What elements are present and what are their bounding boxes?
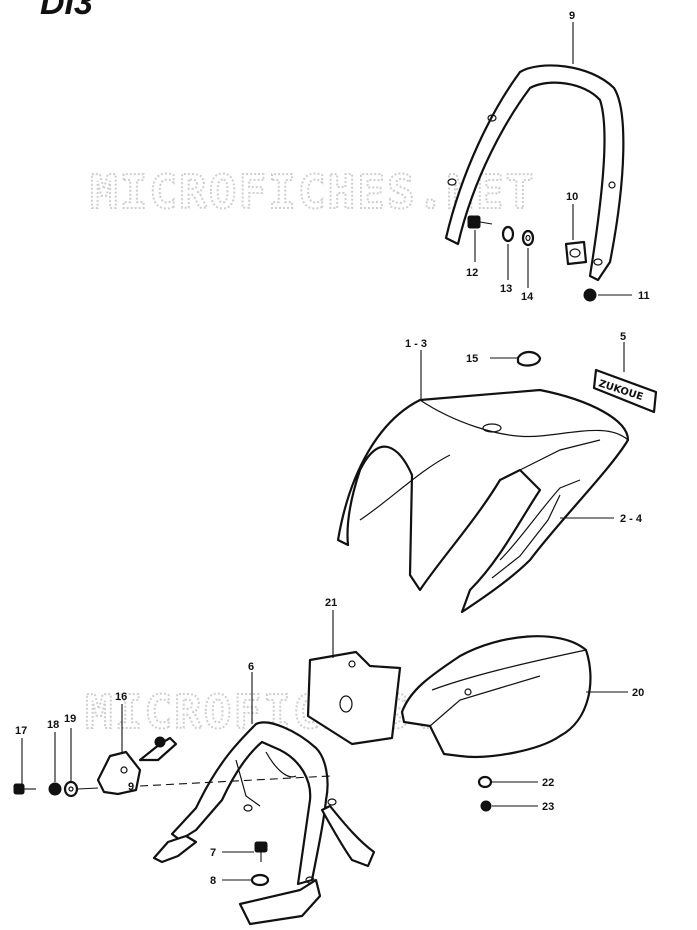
label-18: 18 xyxy=(47,719,59,731)
nut-22 xyxy=(477,775,493,789)
label-14: 14 xyxy=(521,291,534,303)
label-21: 21 xyxy=(325,597,337,609)
label-17: 17 xyxy=(15,725,27,737)
label-16: 16 xyxy=(115,691,127,703)
rear-bracket-6 xyxy=(152,721,376,926)
washer-8 xyxy=(250,873,270,887)
washer-14 xyxy=(521,229,535,247)
washer-19 xyxy=(63,780,79,798)
grommet-10 xyxy=(564,240,588,266)
tray-cover-21 xyxy=(306,650,402,746)
bolt-12 xyxy=(467,215,493,229)
label-12: 12 xyxy=(466,267,478,279)
nut-23 xyxy=(480,800,492,812)
label-7: 7 xyxy=(210,847,216,859)
bolt-17 xyxy=(13,783,36,795)
label-6: 6 xyxy=(248,661,254,673)
label-5: 5 xyxy=(620,331,626,343)
label-9-top: 9 xyxy=(569,10,575,22)
tail-cover xyxy=(336,388,630,614)
label-8: 8 xyxy=(210,875,216,887)
label-11: 11 xyxy=(638,290,650,302)
label-1-3: 1 - 3 xyxy=(405,338,427,350)
label-9-side: 9 xyxy=(128,781,134,793)
label-22: 22 xyxy=(542,777,554,789)
leader-lines xyxy=(21,22,632,881)
label-13: 13 xyxy=(500,283,512,295)
grommet-15 xyxy=(516,350,542,367)
corner-code: DI3 xyxy=(40,0,93,22)
seat-tray-20 xyxy=(400,635,592,758)
license-bracket-16 xyxy=(96,736,178,796)
washer-18 xyxy=(48,782,62,796)
label-2-4: 2 - 4 xyxy=(620,513,643,525)
label-10: 10 xyxy=(566,191,578,203)
grab-rail xyxy=(444,64,625,282)
label-15: 15 xyxy=(466,353,478,365)
nut-11 xyxy=(583,288,597,302)
bolt-7 xyxy=(254,841,268,862)
label-19: 19 xyxy=(64,713,76,725)
label-20: 20 xyxy=(632,687,644,699)
washer-13 xyxy=(501,225,515,243)
emblem-5: ZUKOUE xyxy=(592,368,658,414)
label-23: 23 xyxy=(542,801,554,813)
